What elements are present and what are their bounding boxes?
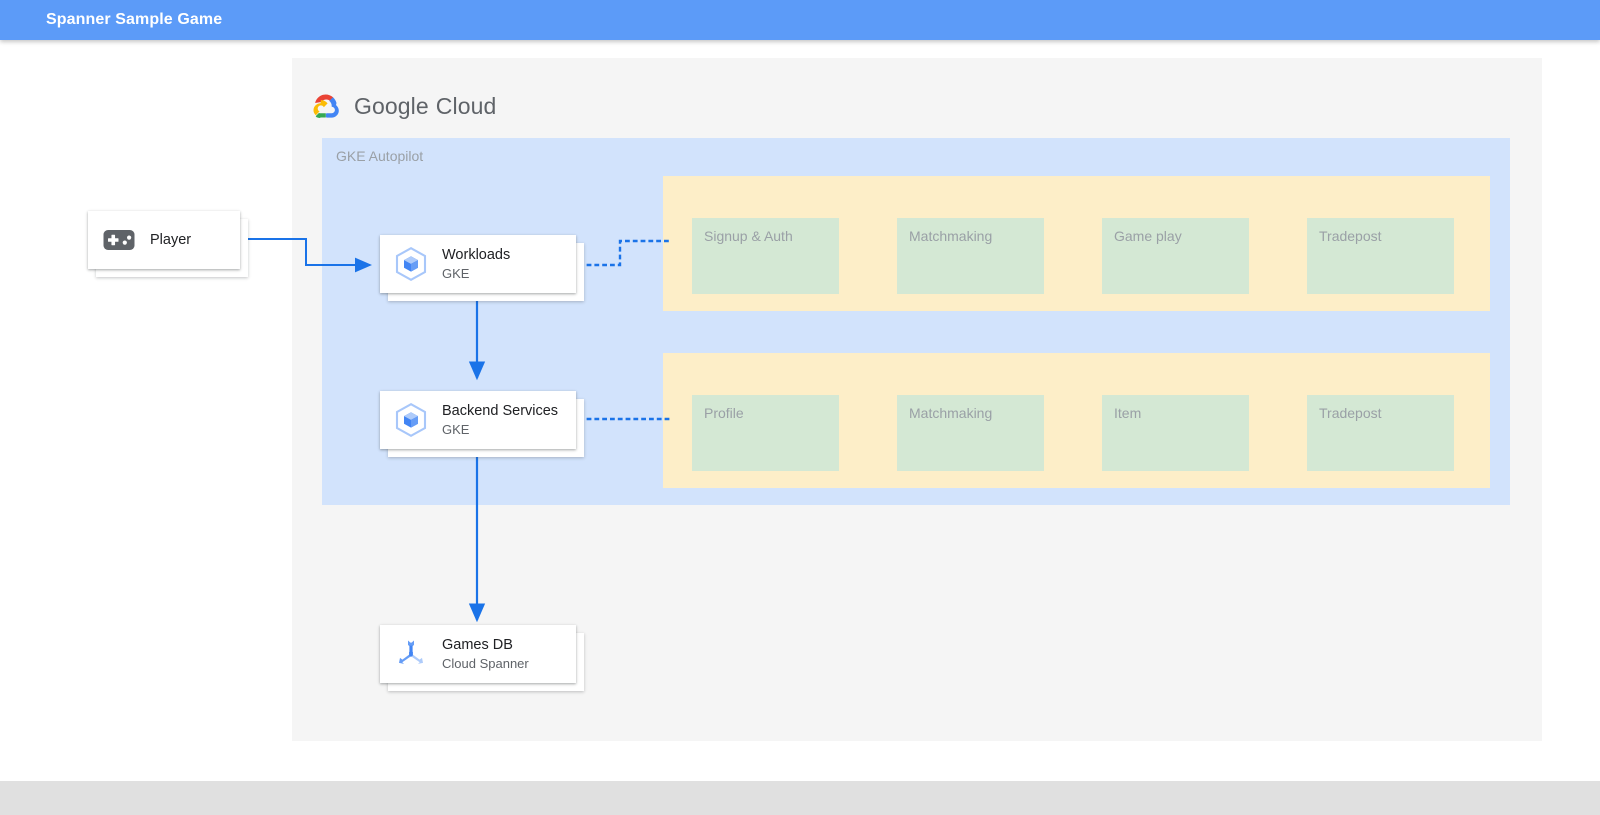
- node-title: Games DB: [442, 637, 513, 653]
- cloud-spanner-icon: [394, 637, 428, 671]
- service-label: Item: [1114, 405, 1142, 421]
- service-label: Tradepost: [1319, 405, 1382, 421]
- node-subtitle: GKE: [442, 266, 470, 281]
- service-box-matchmaking-backend[interactable]: Matchmaking: [897, 395, 1044, 471]
- node-subtitle: Cloud Spanner: [442, 656, 529, 671]
- service-box-tradepost-backend[interactable]: Tradepost: [1307, 395, 1454, 471]
- app-header-bar: Spanner Sample Game: [0, 0, 1600, 40]
- node-card[interactable]: Workloads GKE: [380, 235, 576, 293]
- service-label: Game play: [1114, 228, 1182, 244]
- node-text: Games DB Cloud Spanner: [442, 636, 529, 672]
- gke-icon: [394, 247, 428, 281]
- gke-autopilot-label: GKE Autopilot: [336, 148, 424, 164]
- node-card[interactable]: Backend Services GKE: [380, 391, 576, 449]
- service-box-item[interactable]: Item: [1102, 395, 1249, 471]
- service-box-tradepost[interactable]: Tradepost: [1307, 218, 1454, 294]
- node-title: Workloads: [442, 247, 511, 263]
- node-games-db[interactable]: Games DB Cloud Spanner: [380, 625, 592, 699]
- logo-word-cloud: Cloud: [435, 93, 497, 119]
- node-backend-services[interactable]: Backend Services GKE: [380, 391, 592, 465]
- google-cloud-logo-icon: [310, 93, 342, 120]
- app-title: Spanner Sample Game: [46, 11, 223, 28]
- bottom-status-strip: [0, 781, 1600, 815]
- node-text: Player: [150, 231, 191, 249]
- node-card[interactable]: Games DB Cloud Spanner: [380, 625, 576, 683]
- service-group-workloads: Signup & Auth Matchmaking Game play Trad…: [663, 176, 1490, 311]
- service-box-game-play[interactable]: Game play: [1102, 218, 1249, 294]
- service-box-signup-auth[interactable]: Signup & Auth: [692, 218, 839, 294]
- service-box-matchmaking[interactable]: Matchmaking: [897, 218, 1044, 294]
- node-text: Workloads GKE: [442, 246, 510, 282]
- service-group-backend: Profile Matchmaking Item Tradepost: [663, 353, 1490, 488]
- node-text: Backend Services GKE: [442, 402, 558, 438]
- gamepad-icon: [102, 223, 136, 257]
- service-label: Matchmaking: [909, 405, 993, 421]
- node-subtitle: GKE: [442, 422, 470, 437]
- node-workloads[interactable]: Workloads GKE: [380, 235, 592, 309]
- node-title: Player: [150, 232, 192, 248]
- service-box-profile[interactable]: Profile: [692, 395, 839, 471]
- node-player[interactable]: Player: [88, 211, 256, 285]
- logo-word-google: Google: [354, 93, 429, 119]
- service-label: Signup & Auth: [704, 228, 793, 244]
- gke-icon: [394, 403, 428, 437]
- service-box-row-1: Signup & Auth Matchmaking Game play Trad…: [692, 218, 1454, 294]
- node-card[interactable]: Player: [88, 211, 240, 269]
- service-box-row-2: Profile Matchmaking Item Tradepost: [692, 395, 1454, 471]
- service-label: Matchmaking: [909, 228, 993, 244]
- service-label: Profile: [704, 405, 744, 421]
- service-label: Tradepost: [1319, 228, 1382, 244]
- gke-autopilot-zone: GKE Autopilot Signup & Auth Matchmaking …: [322, 138, 1510, 505]
- node-title: Backend Services: [442, 403, 559, 419]
